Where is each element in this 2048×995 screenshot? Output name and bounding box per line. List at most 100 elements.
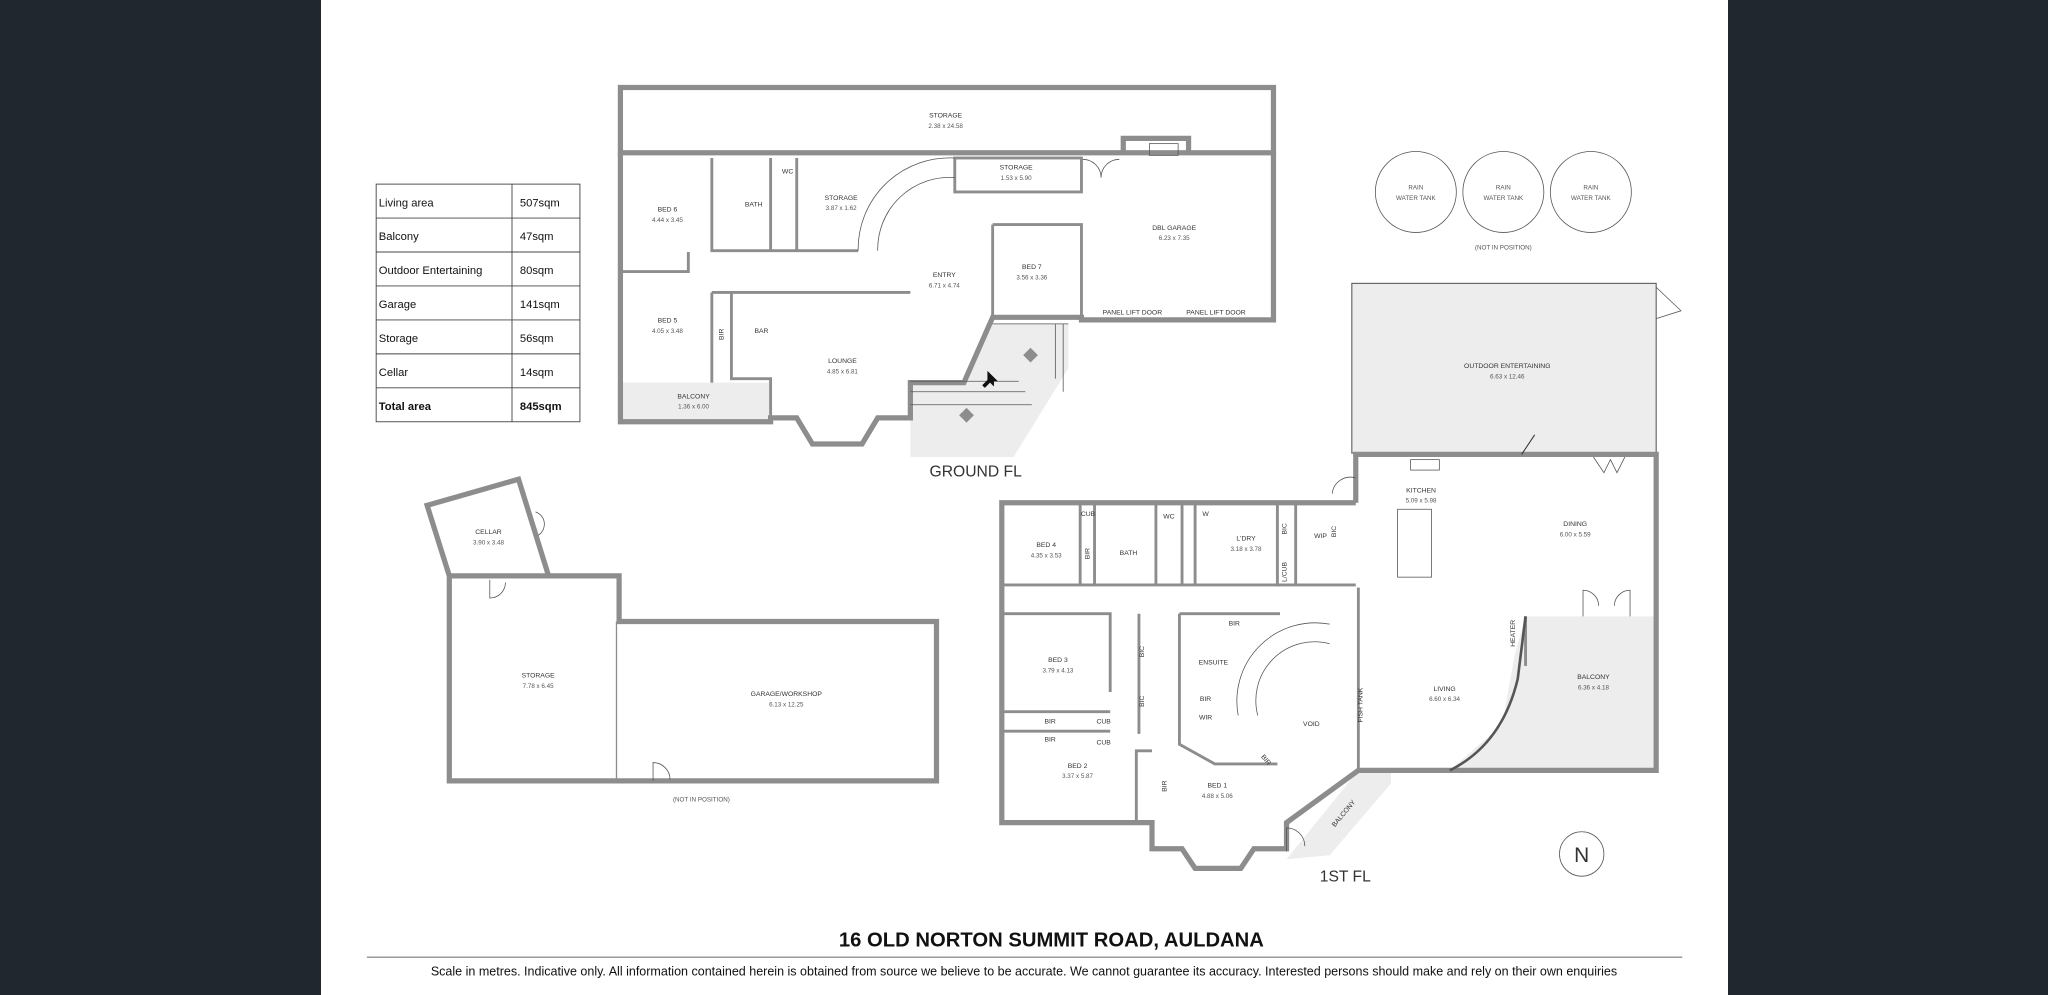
ground-floor-plan [617, 84, 1277, 458]
ground-floor-room-dims: 3.87 x 1.62 [826, 205, 857, 212]
first-floor-room-dims: 4.35 x 3.53 [1031, 553, 1062, 560]
first-floor-room-label: ENSUITE [1199, 660, 1229, 667]
first-floor-plan [999, 282, 1682, 877]
outbuildings-plan [423, 476, 940, 784]
area-table-value: 845sqm [520, 401, 562, 413]
ground-floor-room-label: WC [782, 169, 793, 176]
ground-floor-room-label: DBL GARAGE [1152, 225, 1196, 232]
first-floor-room-label: WIR [1199, 714, 1212, 721]
first-floor-room-label: DINING [1563, 521, 1587, 528]
ground-floor-room-label: BATH [745, 201, 763, 208]
area-table-value: 14sqm [520, 367, 554, 379]
ground-floor-room-dims: 4.05 x 3.48 [652, 328, 683, 335]
first-floor-room-label: OUTDOOR ENTERTAINING [1464, 363, 1550, 370]
area-table-value: 56sqm [520, 333, 554, 345]
first-floor-room-label: L'DRY [1236, 536, 1256, 543]
ground-floor-room-dims: 4.85 x 6.81 [827, 368, 858, 375]
rain-tank-label: WATER TANK [1483, 195, 1524, 202]
area-table-label: Storage [379, 333, 418, 345]
outbuildings-note: (NOT IN POSITION) [673, 797, 730, 804]
area-table-label: Total area [379, 401, 432, 413]
ground-floor-room-label: BED 6 [658, 207, 678, 214]
first-floor-room-label: KITCHEN [1406, 487, 1436, 494]
ground-floor-room-label: STORAGE [825, 195, 859, 202]
ground-floor-room-dims: 1.36 x 6.00 [678, 404, 709, 411]
first-floor-room-label: BIC [1139, 646, 1146, 657]
outbuilding-room-label: STORAGE [522, 673, 556, 680]
area-table-value: 80sqm [520, 265, 554, 277]
ground-floor-room-label: BALCONY [677, 393, 710, 400]
ground-floor-room-dims: 4.44 x 3.45 [652, 217, 683, 224]
first-floor-room-dims: 6.36 x 4.18 [1578, 684, 1609, 691]
area-table-label: Outdoor Entertaining [379, 265, 483, 277]
first-floor-room-label: LIVING [1433, 686, 1455, 693]
first-floor-room-label: BIC [1282, 523, 1289, 534]
property-title: 16 OLD NORTON SUMMIT ROAD, AULDANA [839, 930, 1264, 952]
first-floor-room-label: BED 3 [1048, 657, 1068, 664]
outbuilding-room-dims: 3.90 x 3.48 [473, 540, 504, 547]
first-floor-room-label: BED 1 [1208, 782, 1228, 789]
first-floor-room-dims: 3.18 x 3.78 [1231, 546, 1262, 553]
first-floor-room-dims: 3.79 x 4.13 [1042, 667, 1073, 674]
first-floor-room-label: BIR [1161, 780, 1168, 791]
outbuilding-room-dims: 7.78 x 6.45 [523, 683, 554, 690]
rain-tanks-note: (NOT IN POSITION) [1475, 244, 1532, 251]
first-floor-room-label: BIR [1044, 737, 1055, 744]
ground-floor-room-label: STORAGE [929, 113, 963, 120]
first-floor-room-label: CUB [1097, 739, 1112, 746]
first-floor-room-label: BATH [1120, 550, 1138, 557]
ground-floor-room-dims: 2.38 x 24.58 [928, 123, 963, 130]
first-floor-room-label: WIP [1314, 533, 1327, 540]
ground-floor-room-dims: 6.71 x 4.74 [929, 282, 960, 289]
first-floor-room-label: BALCONY [1577, 674, 1610, 681]
rain-tank-label: WATER TANK [1396, 195, 1437, 202]
outbuilding-room-dims: 6.13 x 12.25 [769, 701, 804, 708]
first-floor-room-label: BED 4 [1036, 542, 1056, 549]
disclaimer: Scale in metres. Indicative only. All in… [431, 964, 1617, 978]
rain-tank-label: RAIN [1496, 184, 1511, 191]
first-floor-room-label: VOID [1303, 721, 1320, 728]
first-floor-room-dims: 6.60 x 6.34 [1429, 696, 1460, 703]
ground-floor-room-label: BED 5 [658, 318, 678, 325]
floor-plan-sheet [321, 0, 1728, 995]
first-floor-room-label: HEATER [1510, 620, 1517, 647]
first-floor-room-label: BIC [1331, 526, 1338, 537]
first-floor-room-dims: 4.88 x 5.06 [1202, 793, 1233, 800]
north-arrow [1559, 831, 1605, 877]
ground-floor-room-label: BIR [719, 329, 726, 340]
area-table-label: Balcony [379, 231, 419, 243]
first-floor-room-label: BIR [1084, 548, 1091, 559]
ground-floor-room-label: ENTRY [933, 272, 956, 279]
ground-floor-room-label: BED 7 [1022, 264, 1042, 271]
first-floor-room-dims: 5.09 x 5.98 [1406, 498, 1437, 505]
area-table-label: Garage [379, 299, 416, 311]
first-floor-room-label: CUB [1081, 511, 1096, 518]
first-floor-room-label: BED 2 [1068, 763, 1088, 770]
outbuilding-room-label: GARAGE/WORKSHOP [751, 691, 823, 698]
first-floor-label: 1ST FL [1320, 868, 1371, 885]
ground-floor-room-label: STORAGE [1000, 165, 1034, 172]
rain-tank-label: RAIN [1408, 184, 1423, 191]
ground-floor-room-dims: 6.23 x 7.35 [1159, 235, 1190, 242]
area-table-value: 47sqm [520, 231, 554, 243]
rain-tank-label: RAIN [1583, 184, 1598, 191]
outbuilding-room-label: CELLAR [475, 529, 501, 536]
first-floor-room-label: BIC [1139, 695, 1146, 706]
first-floor-room-label: BIR [1200, 696, 1211, 703]
first-floor-room-label: FISH TANK [1357, 687, 1364, 722]
first-floor-room-dims: 6.00 x 5.59 [1560, 532, 1591, 539]
first-floor-room-label: WC [1163, 513, 1174, 520]
rain-tanks [1374, 151, 1632, 233]
first-floor-room-dims: 6.63 x 12.46 [1490, 374, 1525, 381]
area-table-label: Cellar [379, 367, 409, 379]
first-floor-room-label: L/CUB [1282, 561, 1289, 581]
north-marker: N [1574, 844, 1589, 867]
area-table-value: 141sqm [520, 299, 560, 311]
ground-floor-room-label: BAR [754, 328, 768, 335]
ground-floor-room-dims: 1.53 x 5.90 [1001, 175, 1032, 182]
first-floor-room-dims: 3.37 x 5.87 [1062, 773, 1093, 780]
first-floor-room-label: W [1202, 511, 1209, 518]
ground-floor-room-dims: 3.56 x 3.36 [1016, 274, 1047, 281]
